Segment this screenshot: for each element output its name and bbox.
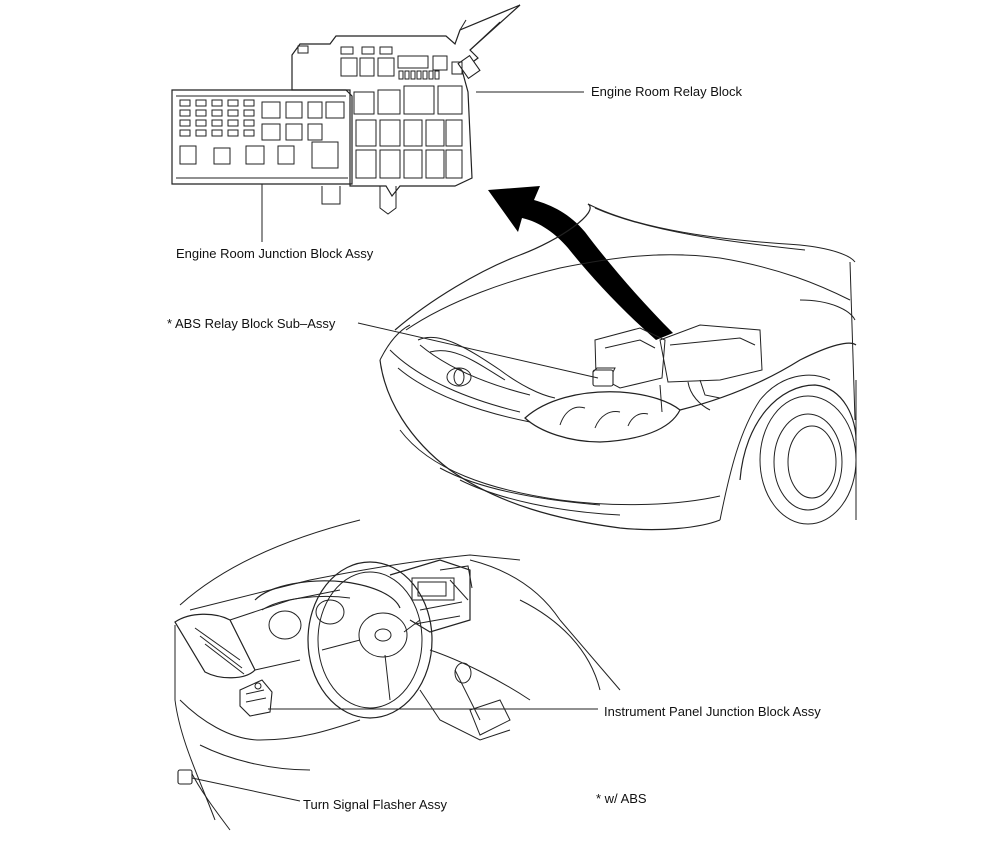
vehicle-front-drawing bbox=[379, 203, 857, 531]
abs-relay-leader-line bbox=[357, 322, 599, 379]
fuse-grid bbox=[179, 99, 255, 137]
instrument-panel-junction-block-part bbox=[239, 679, 273, 717]
location-arrow bbox=[488, 186, 673, 340]
turn-signal-label: Turn Signal Flasher Assy bbox=[303, 797, 448, 812]
dashboard-drawing bbox=[174, 519, 621, 831]
junction-block-label: Engine Room Junction Block Assy bbox=[176, 246, 374, 261]
engine-room-junction-block-drawing bbox=[171, 89, 353, 185]
mini-fuse-row bbox=[398, 70, 440, 80]
abs-relay-block-part bbox=[592, 369, 614, 387]
instrument-panel-label: Instrument Panel Junction Block Assy bbox=[604, 704, 821, 719]
engine-room-relay-block-drawing bbox=[291, 4, 521, 215]
turn-signal-flasher-part bbox=[177, 769, 193, 785]
abs-relay-label: * ABS Relay Block Sub–Assy bbox=[167, 316, 336, 331]
relay-block-label: Engine Room Relay Block bbox=[591, 84, 743, 99]
footnote-label: * w/ ABS bbox=[596, 791, 647, 806]
turn-signal-leader-line bbox=[191, 777, 301, 802]
